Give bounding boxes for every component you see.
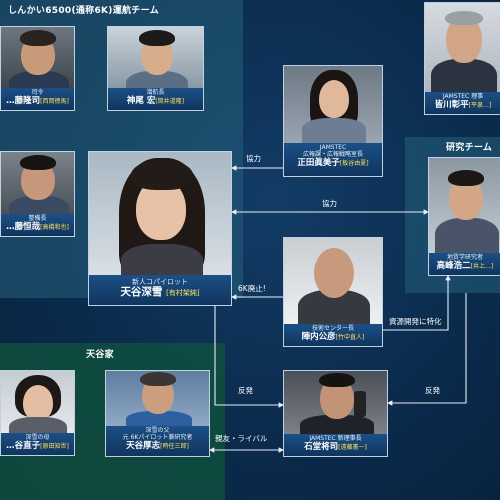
card-shoda: JAMSTEC 広報課・広報戦略室長 正田眞美子[板谷由夏]: [283, 65, 383, 177]
relation-label-cooperate-2: 協力: [322, 199, 337, 208]
card-shirei: 司令 …藤隆司[西岡徳馬]: [0, 26, 75, 111]
role-label: 新人コパイロット: [132, 278, 188, 286]
card-senkocho: 潜航長 神尾 宏[筒井道隆]: [107, 26, 204, 111]
role-label: 地質学研究者: [446, 254, 483, 261]
role-label: 司令: [31, 89, 44, 96]
portrait-photo: [284, 238, 382, 324]
actor-name: [筒井道隆]: [155, 98, 185, 106]
character-name: 陣内公彦: [301, 332, 336, 343]
portrait-photo: [1, 152, 74, 214]
character-name: 皆川彰平: [434, 100, 469, 111]
card-jinnai: 技術センター長 陣内公彦[竹中直人]: [283, 237, 383, 347]
role-label: 深雪の母: [25, 434, 50, 441]
actor-name: [竹中直人]: [335, 334, 365, 342]
character-name: 天谷厚志: [126, 441, 161, 452]
portrait-photo: [106, 371, 209, 426]
portrait-photo: [1, 27, 74, 88]
actor-name: [遠藤憲一]: [338, 444, 367, 452]
actor-name: [高橋和也]: [40, 224, 69, 232]
card-heroine-miyuki: 新人コパイロット 天谷深雪 [有村架純]: [88, 151, 232, 306]
research-group-title: 研究チーム: [446, 143, 493, 153]
relation-label-resource-dev: 資源開発に特化: [389, 317, 442, 326]
role-label: 技術センター長: [311, 325, 354, 332]
relation-label-opposition-1: 反発: [238, 386, 253, 395]
character-name: 正田眞美子: [297, 158, 340, 169]
card-naoko: 深雪の母 …谷直子[原田知世]: [0, 370, 75, 456]
relation-label-friend-rival: 親友・ライバル: [215, 434, 268, 443]
character-name: …藤隆司: [6, 96, 41, 107]
relation-label-opposition-2: 反発: [425, 386, 440, 395]
character-name: …藤恒哉: [6, 222, 41, 233]
character-name: 高峰浩二: [436, 261, 471, 272]
actor-name: [時任三郎]: [160, 443, 189, 451]
role-label: JAMSTEC 理事: [442, 93, 484, 100]
role-label-sub: 広報課・広報戦略室長: [302, 151, 363, 159]
role-label-sub: 元 6Kパイロット兼研究者: [122, 434, 193, 442]
link-miyuki-ishido: [214, 306, 285, 408]
character-name: …谷直子: [6, 441, 41, 452]
role-label: JAMSTEC: [319, 144, 347, 151]
family-group-title: 天谷家: [86, 350, 114, 360]
crew-group-title: しんかい6500(通称6K)運航チーム: [8, 6, 159, 16]
relation-label-cooperate-1: 協力: [246, 154, 261, 163]
actor-name: [井上…]: [470, 263, 494, 271]
portrait-photo: [284, 371, 387, 434]
portrait-photo: [425, 3, 500, 92]
portrait-photo: [89, 152, 231, 275]
link-research-ishido: [386, 293, 467, 406]
portrait-photo: [108, 27, 203, 88]
role-label: 整備長: [28, 215, 47, 222]
portrait-photo: [1, 371, 74, 433]
link-jinnai-research: [383, 274, 451, 331]
card-takamine: 地質学研究者 高峰浩二[井上…]: [428, 157, 500, 276]
card-seibicho: 整備長 …藤恒哉[高橋和也]: [0, 151, 75, 237]
actor-name: [原田知世]: [40, 443, 69, 451]
relation-label-abolish: 6K廃止!: [238, 284, 266, 293]
card-ishido: JAMSTEC 新理事長 石堂将司[遠藤憲一]: [283, 370, 388, 457]
card-atsushi: 深雪の父 元 6Kパイロット兼研究者 天谷厚志[時任三郎]: [105, 370, 210, 457]
role-label: 潜航長: [146, 89, 165, 96]
role-label: 深雪の父: [145, 427, 170, 434]
card-minagawa: JAMSTEC 理事 皆川彰平[平泉…]: [424, 2, 500, 115]
actor-name: [有村架純]: [166, 289, 200, 298]
portrait-photo: [429, 158, 500, 253]
character-name: 石堂将司: [304, 442, 339, 453]
character-name: 神尾 宏: [126, 96, 156, 107]
portrait-photo: [284, 66, 382, 143]
character-name: 天谷深雪: [120, 286, 163, 299]
actor-name: [平泉…]: [468, 102, 492, 110]
role-label: JAMSTEC 新理事長: [309, 435, 362, 442]
actor-name: [板谷由夏]: [339, 160, 369, 168]
actor-name: [西岡徳馬]: [40, 98, 69, 106]
